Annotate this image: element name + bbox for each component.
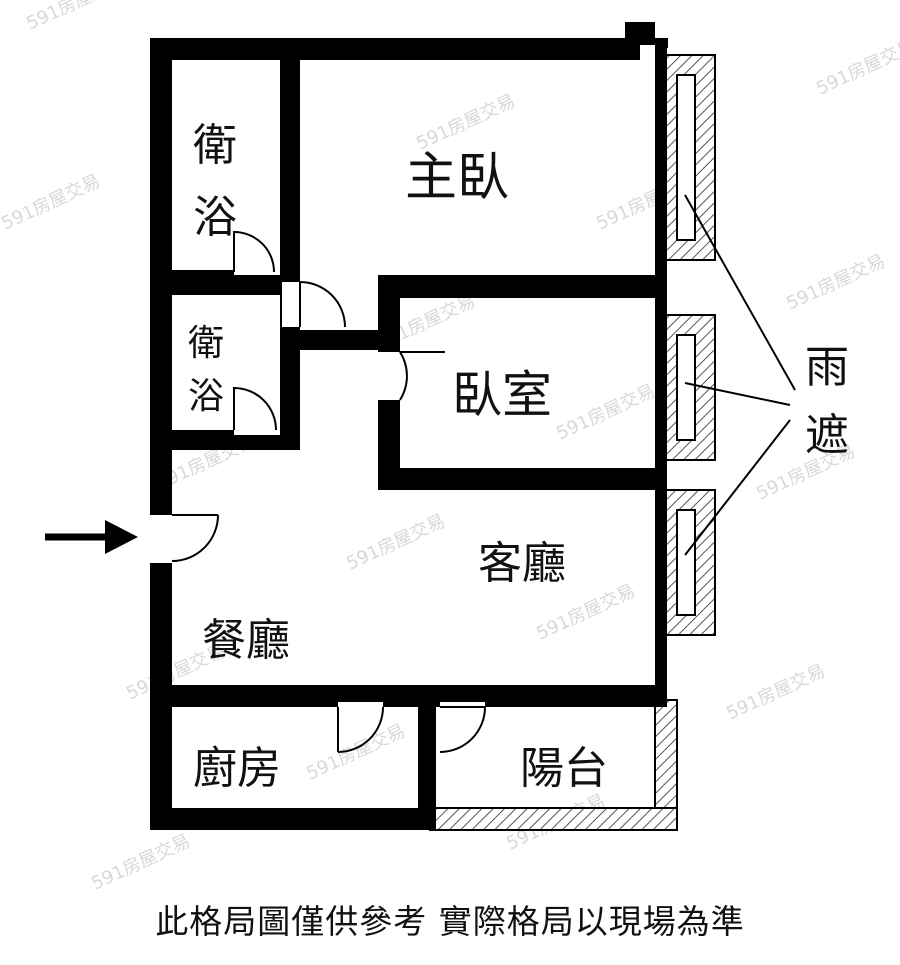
- svg-text:591房屋交易: 591房屋交易: [813, 36, 900, 100]
- kitchen-label: 廚房: [193, 743, 281, 794]
- balcony-label: 陽台: [520, 743, 608, 794]
- svg-text:591房屋交易: 591房屋交易: [303, 721, 408, 785]
- svg-text:591房屋交易: 591房屋交易: [553, 381, 658, 445]
- bath2-label-2: 浴: [188, 376, 224, 417]
- bath1-label-1: 衛: [193, 120, 237, 171]
- bedroom-label: 臥室: [452, 366, 552, 424]
- svg-text:591房屋交易: 591房屋交易: [533, 581, 638, 645]
- living-room-label: 客廳: [478, 538, 566, 589]
- canopy-label-2: 遮: [805, 410, 849, 461]
- svg-text:591房屋交易: 591房屋交易: [343, 511, 448, 575]
- watermarks: 591房屋交易 591房屋交易 591房屋交易 591房屋交易 591房屋交易 …: [0, 0, 900, 895]
- svg-text:591房屋交易: 591房屋交易: [783, 251, 888, 315]
- svg-text:591房屋交易: 591房屋交易: [88, 831, 193, 895]
- entrance-arrow-icon: [45, 520, 138, 554]
- canopy-leader-lines: [684, 194, 796, 556]
- svg-text:591房屋交易: 591房屋交易: [413, 91, 518, 155]
- svg-text:591房屋交易: 591房屋交易: [23, 0, 128, 35]
- canopy-label-1: 雨: [805, 342, 849, 393]
- bath2-label-1: 衛: [188, 323, 224, 364]
- master-bedroom-label: 主臥: [405, 148, 509, 208]
- doors: [150, 230, 486, 753]
- dining-room-label: 餐廳: [202, 615, 290, 666]
- disclaimer-caption: 此格局圖僅供參考 實際格局以現場為準: [155, 902, 745, 941]
- svg-text:591房屋交易: 591房屋交易: [723, 661, 828, 725]
- bath1-label-2: 浴: [193, 192, 237, 243]
- svg-text:591房屋交易: 591房屋交易: [0, 171, 104, 235]
- canopies: [429, 54, 716, 831]
